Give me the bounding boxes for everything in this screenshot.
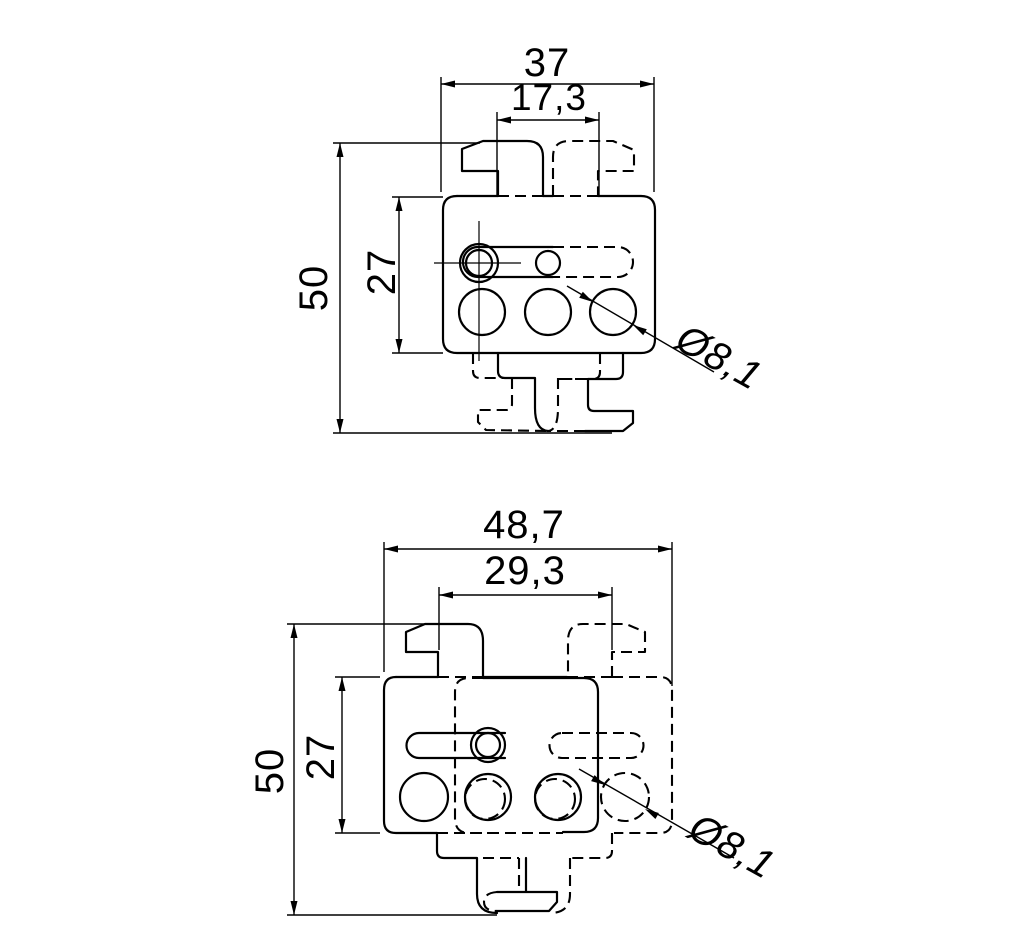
hole-2: [463, 772, 513, 822]
top-view-dimensions: 37 17,3 50 27 Ø8,1: [292, 41, 769, 434]
bottom-view-visible-edges: [382, 622, 600, 915]
dimension-lines: [293, 548, 672, 915]
extension-lines: [333, 77, 655, 434]
bottom-view-hidden-edges: [437, 622, 674, 915]
bottom-view-dimensions: 48,7 29,3 50 27 Ø8,1: [248, 503, 782, 916]
arrowheads: [290, 545, 672, 915]
foot-profile: [435, 831, 559, 915]
dim-body-height-label: 27: [299, 734, 343, 781]
tab-right-hidden: [551, 139, 636, 196]
centerlines: [434, 221, 521, 361]
hole-3: [533, 772, 583, 822]
dim-overall-height-label: 50: [292, 265, 336, 312]
hole-3: [588, 287, 638, 337]
slot-circle: [534, 249, 562, 277]
foot-profile: [496, 351, 635, 433]
body-outline: [382, 675, 439, 835]
tab-left: [460, 139, 545, 198]
dim-overall-width-label: 37: [524, 41, 571, 85]
slot: [461, 245, 555, 279]
foot-profile-hidden: [482, 833, 614, 915]
tab-right-hidden: [566, 622, 647, 677]
arrowheads: [336, 80, 654, 433]
screw-shank-circle: [474, 731, 502, 759]
dimension-lines: [339, 83, 654, 433]
dim-body-height-label: 27: [360, 249, 404, 296]
screw-head-circle: [469, 726, 507, 764]
slot: [405, 731, 507, 760]
dim-hole-diameter-label: Ø8,1: [680, 804, 782, 887]
hole-1: [398, 771, 450, 823]
tab-left: [404, 622, 485, 679]
hole-2-alt: [463, 777, 507, 821]
inner-block-outline: [481, 676, 600, 834]
dim-hole-diameter-label: Ø8,1: [667, 315, 769, 398]
top-view-hidden-edges: [471, 139, 636, 433]
top-view-visible-edges: [441, 139, 657, 433]
hole-1: [457, 287, 507, 337]
slot-hidden: [553, 245, 634, 279]
foot-profile-hidden: [471, 353, 602, 433]
extension-lines: [287, 542, 673, 916]
hole-4-hidden: [599, 771, 651, 823]
inner-block-hidden: [453, 676, 496, 835]
slot-hidden: [548, 731, 645, 760]
body-outline: [441, 194, 657, 355]
dim-overall-width-label: 48,7: [483, 503, 565, 547]
hole-3-alt: [533, 777, 577, 821]
dim-inner-width-label: 29,3: [484, 549, 566, 593]
bottom-view: 48,7 29,3 50 27 Ø8,1: [248, 503, 782, 916]
dim-overall-height-label: 50: [248, 748, 292, 795]
top-view: 37 17,3 50 27 Ø8,1: [292, 41, 769, 434]
hole-2: [523, 287, 573, 337]
dim-inner-width-label: 17,3: [511, 77, 587, 118]
body-right-hidden: [612, 675, 674, 835]
